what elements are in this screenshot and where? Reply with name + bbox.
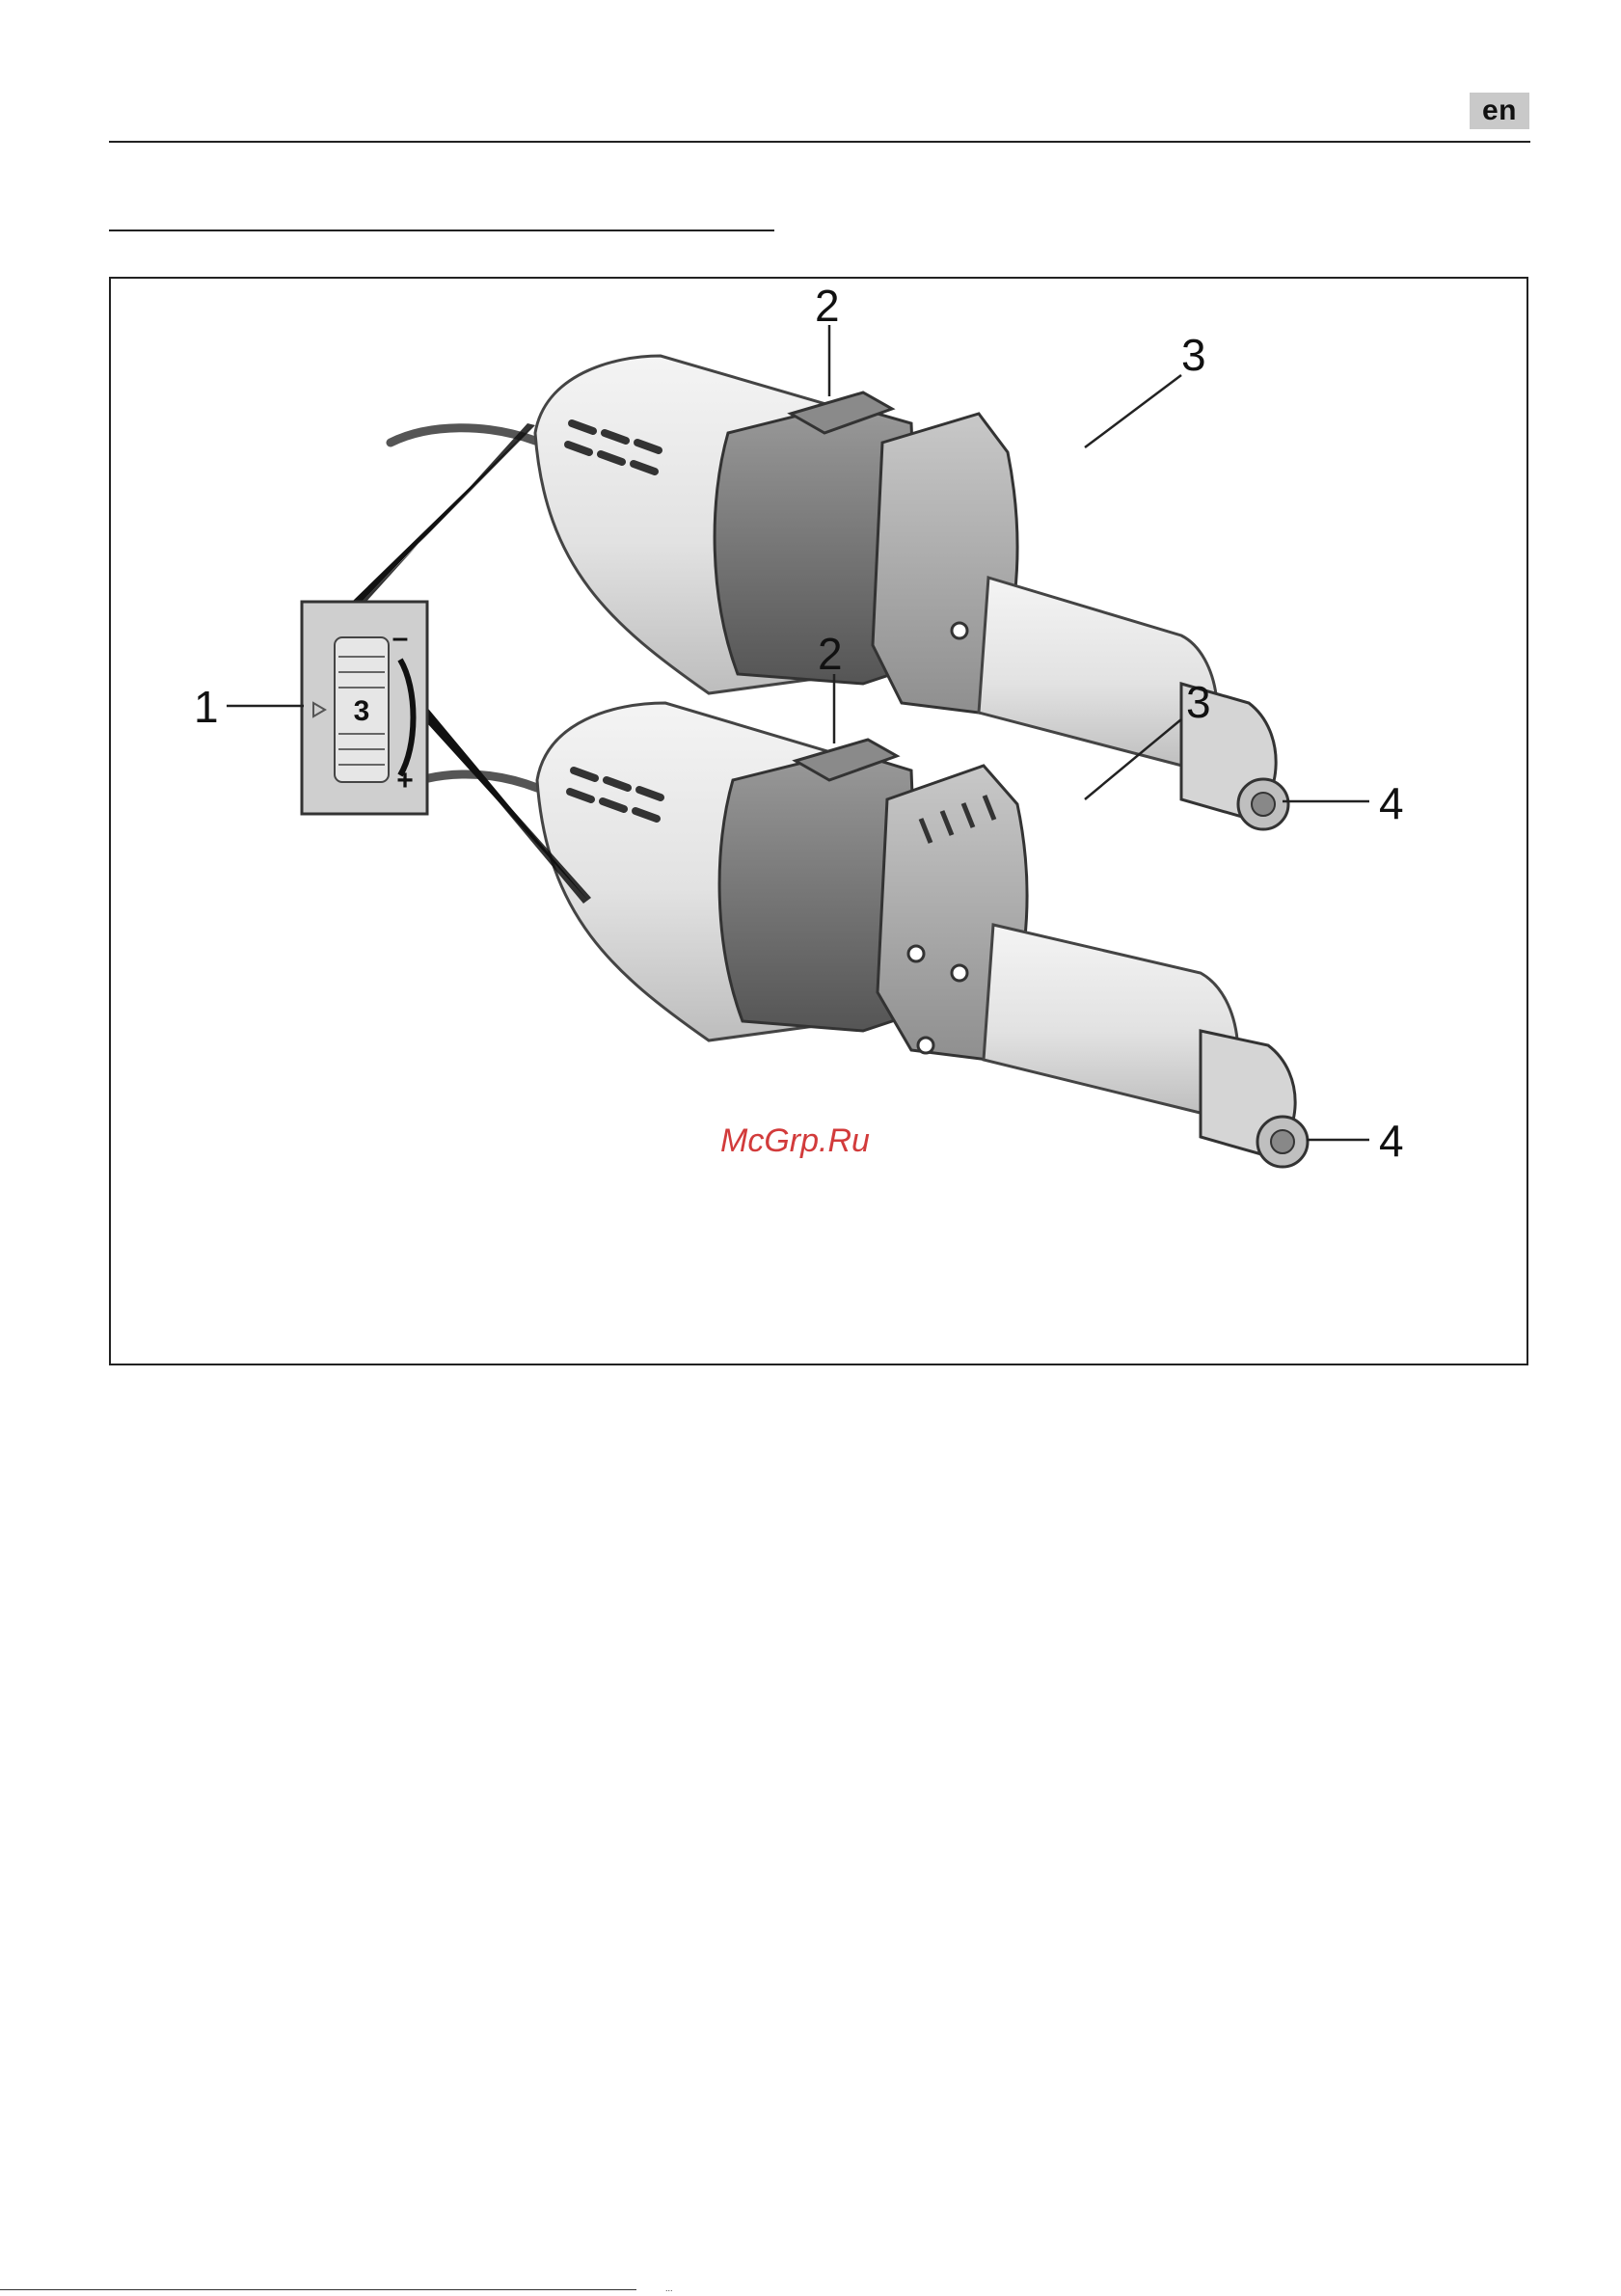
callout-4-bottom: 4 — [1379, 1116, 1404, 1166]
callout-2-bottom: 2 — [818, 629, 843, 679]
language-badge: en — [1470, 93, 1529, 129]
callout-3-bottom: 3 — [1186, 677, 1211, 727]
callout-1: 1 — [194, 682, 219, 732]
callout-3-top: 3 — [1181, 330, 1206, 380]
product-figure: 3 – + 1 2 3 4 2 3 4 McGrp.Ru — [109, 277, 1528, 1365]
speed-setting-number: 3 — [354, 695, 370, 727]
footer-text: ... — [665, 2283, 673, 2293]
header-rule — [109, 141, 1530, 143]
footer-rule — [0, 2289, 636, 2290]
grinder-bottom — [395, 703, 1308, 1167]
section-heading-rule — [109, 230, 774, 231]
product-illustration: 3 – + 1 2 3 4 2 3 4 McGrp.Ru — [111, 279, 1530, 1367]
callout-4-top: 4 — [1379, 778, 1404, 828]
watermark: McGrp.Ru — [720, 1122, 870, 1159]
callout-2-top: 2 — [815, 281, 840, 331]
speed-minus-label: – — [392, 622, 409, 654]
